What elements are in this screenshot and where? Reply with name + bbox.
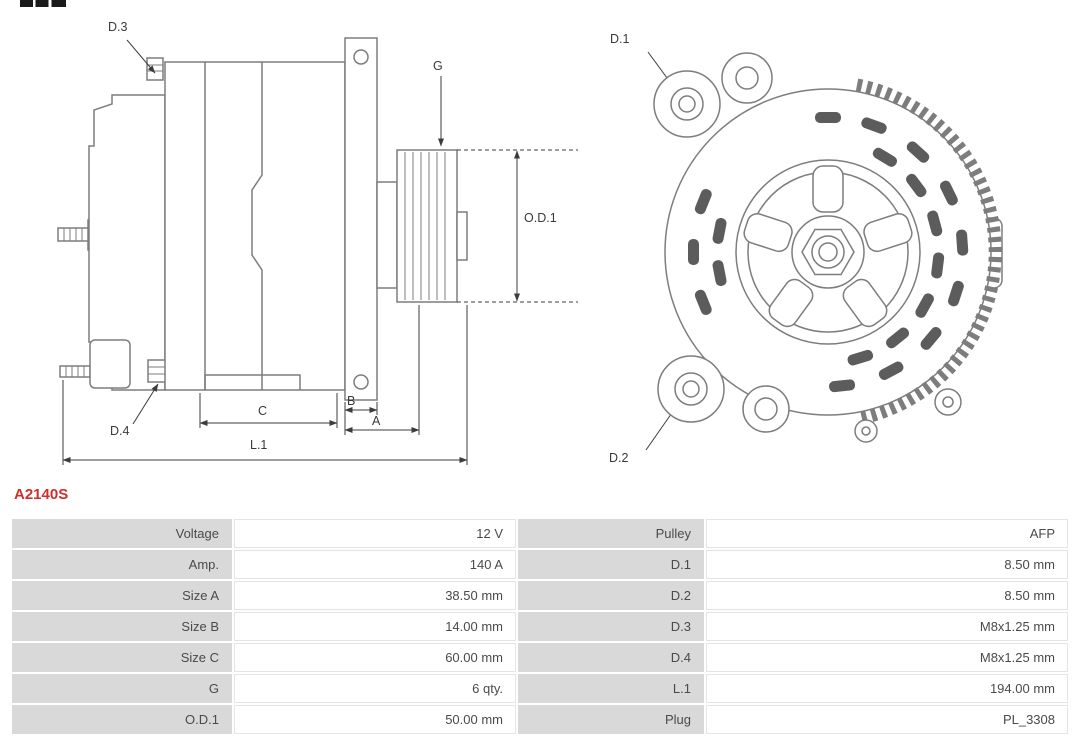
leader-d4 (132, 383, 159, 425)
main-body (164, 61, 346, 391)
spec-label-cell: Voltage (12, 519, 232, 548)
spec-value-cell: M8x1.25 mm (706, 643, 1068, 672)
label-d2: D.2 (609, 451, 629, 465)
shaft-spacer (376, 181, 398, 289)
table-row: Size B 14.00 mm D.3 M8x1.25 mm (12, 612, 1068, 641)
spec-value-cell: 12 V (234, 519, 516, 548)
label-b: B (347, 394, 356, 408)
spec-label-cell: G (12, 674, 232, 703)
technical-drawing (57, 37, 1003, 465)
mounting-ear-d1 (653, 70, 721, 138)
bolt-d3 (146, 57, 164, 81)
spec-value-cell: 38.50 mm (234, 581, 516, 610)
part-number: A2140S (14, 486, 69, 503)
label-g: G (433, 59, 443, 73)
mounting-ear-bottom (742, 385, 790, 433)
spec-label-cell: L.1 (518, 674, 704, 703)
terminal-stud-lower (59, 365, 91, 378)
mounting-ear-d2 (657, 355, 725, 423)
spec-label-cell: O.D.1 (12, 705, 232, 734)
spec-value-cell: 60.00 mm (234, 643, 516, 672)
table-row: Size C 60.00 mm D.4 M8x1.25 mm (12, 643, 1068, 672)
table-row: Amp. 140 A D.1 8.50 mm (12, 550, 1068, 579)
stator-teeth (855, 78, 1002, 426)
label-d4: D.4 (110, 424, 130, 438)
spec-value-cell: 8.50 mm (706, 581, 1068, 610)
label-c: C (258, 404, 268, 418)
rear-connector (89, 339, 131, 389)
spec-value-cell: 8.50 mm (706, 550, 1068, 579)
table-row: G 6 qty. L.1 194.00 mm (12, 674, 1068, 703)
spec-value-cell: 14.00 mm (234, 612, 516, 641)
spec-label-cell: Size A (12, 581, 232, 610)
mounting-ear-top (721, 52, 773, 104)
spec-label-cell: Amp. (12, 550, 232, 579)
spec-label-cell: Size B (12, 612, 232, 641)
dimension-lines (62, 39, 684, 465)
small-lugs (854, 388, 962, 443)
side-view-drawing (57, 37, 468, 401)
spec-value-cell: AFP (706, 519, 1068, 548)
spec-value-cell: PL_3308 (706, 705, 1068, 734)
rear-housing (88, 94, 166, 391)
spec-label-cell: Pulley (518, 519, 704, 548)
front-pulley (735, 159, 921, 345)
spec-label-cell: Size C (12, 643, 232, 672)
pulley (396, 149, 468, 303)
spec-table: Voltage 12 V Pulley AFP Amp. 140 A D.1 8… (10, 517, 1070, 736)
spec-value-cell: M8x1.25 mm (706, 612, 1068, 641)
spec-label-cell: D.3 (518, 612, 704, 641)
spec-label-cell: D.4 (518, 643, 704, 672)
site-logo-fragment (20, 0, 66, 7)
spec-value-cell: 140 A (234, 550, 516, 579)
spec-value-cell: 50.00 mm (234, 705, 516, 734)
table-row: Voltage 12 V Pulley AFP (12, 519, 1068, 548)
label-d3: D.3 (108, 20, 128, 34)
spec-label-cell: D.1 (518, 550, 704, 579)
mounting-flange (344, 37, 378, 401)
table-row: Size A 38.50 mm D.2 8.50 mm (12, 581, 1068, 610)
front-view-drawing (653, 52, 1003, 443)
vent-slots (688, 112, 969, 393)
leader-d3 (126, 39, 156, 74)
spec-value-cell: 6 qty. (234, 674, 516, 703)
label-od1: O.D.1 (524, 211, 557, 225)
spec-label-cell: D.2 (518, 581, 704, 610)
table-row: O.D.1 50.00 mm Plug PL_3308 (12, 705, 1068, 734)
label-a: A (372, 414, 381, 428)
spec-label-cell: Plug (518, 705, 704, 734)
label-d1: D.1 (610, 32, 630, 46)
spec-value-cell: 194.00 mm (706, 674, 1068, 703)
label-l1: L.1 (250, 438, 268, 452)
